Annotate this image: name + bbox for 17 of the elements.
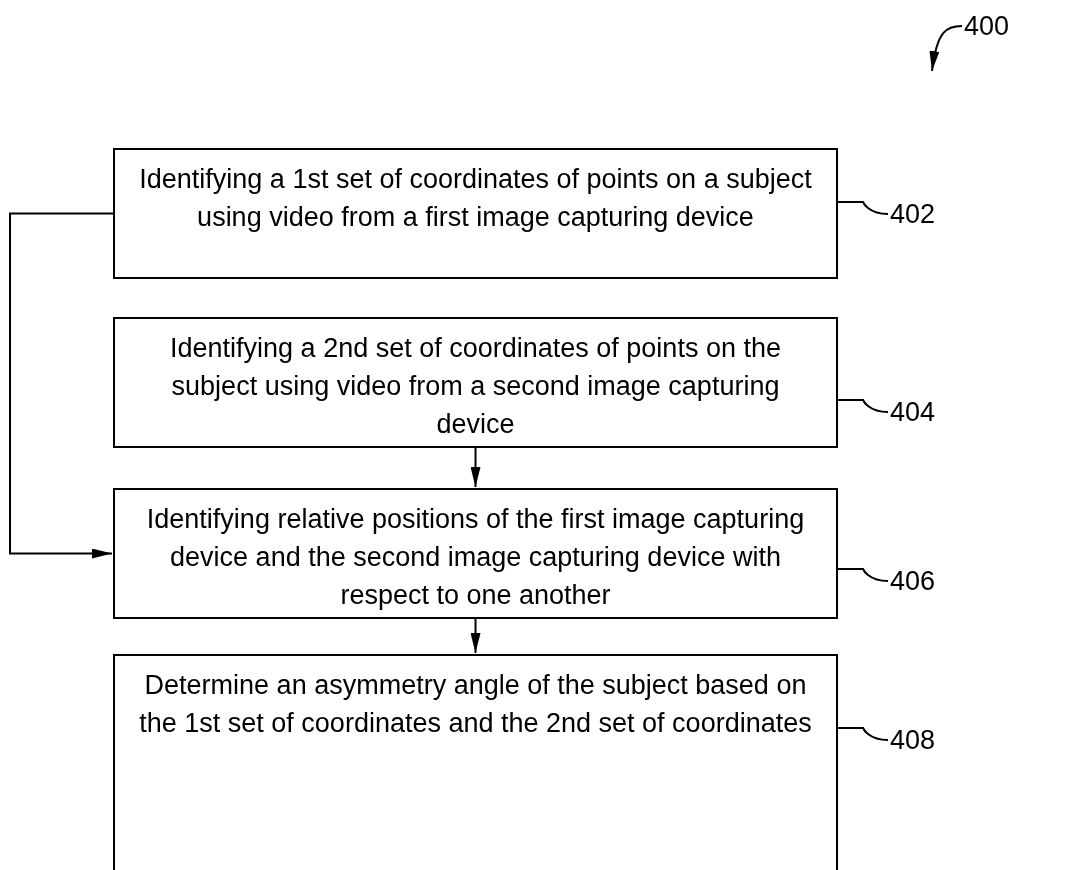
leader-line <box>837 568 889 582</box>
arrow <box>9 212 114 559</box>
reference-number: 402 <box>890 196 962 232</box>
reference-number: 400 <box>964 8 1036 44</box>
process-box: Identifying relative positions of the first image capturing device and the second image capturing device with respect to one another <box>113 488 838 619</box>
leader-line <box>837 399 889 413</box>
process-box: Identifying a 2nd set of coordinates of points on the subject using video from a second image capturing device <box>113 317 838 448</box>
arrow <box>470 618 481 654</box>
process-box: Identifying a 1st set of coordinates of points on a subject using video from a first image capturing device <box>113 148 838 279</box>
reference-number: 408 <box>890 722 962 758</box>
arrow <box>929 25 963 72</box>
reference-number: 404 <box>890 394 962 430</box>
arrow <box>470 447 481 488</box>
reference-number: 406 <box>890 563 962 599</box>
leader-line <box>837 201 889 215</box>
leader-line <box>837 727 889 741</box>
process-box: Determine an asymmetry angle of the subject based on the 1st set of coordinates and the 2nd set of coordinates <box>113 654 838 870</box>
